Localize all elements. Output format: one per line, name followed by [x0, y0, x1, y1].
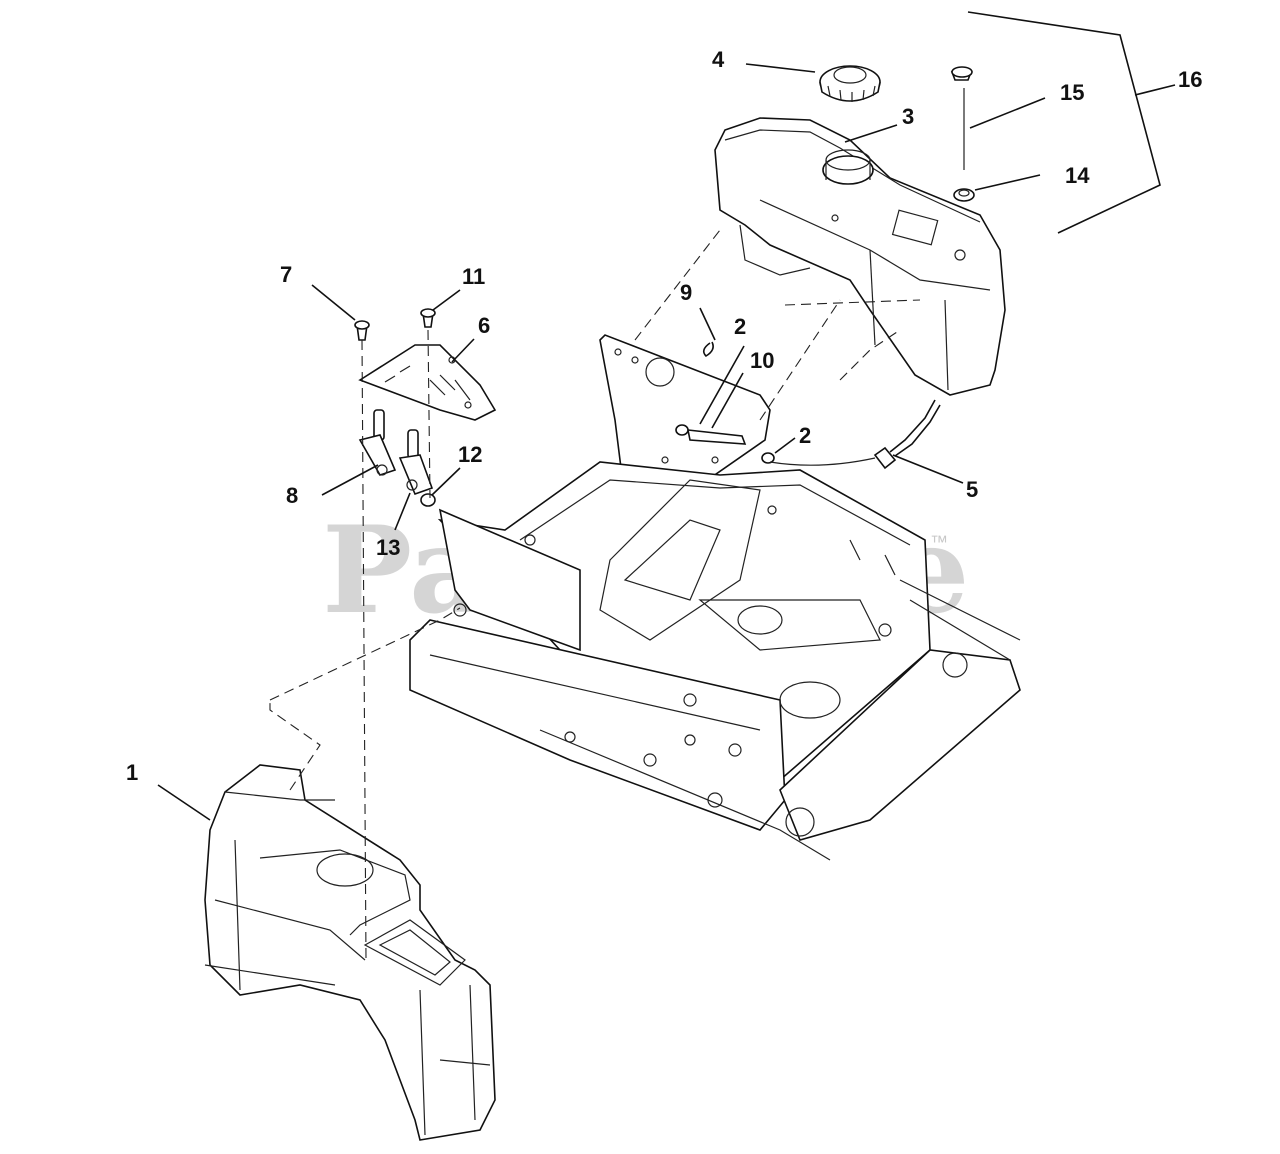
part-4-fuel-cap: [819, 65, 881, 102]
leader-lines: [157, 11, 1176, 821]
assembly-lines: [269, 229, 921, 961]
callout-7: 7: [280, 262, 292, 287]
callout-5: 5: [966, 477, 978, 502]
part-3-fuel-tank: [714, 117, 1006, 396]
watermark-trademark: ™: [930, 532, 948, 552]
part-11-screw: [420, 308, 436, 328]
part-15-vent-plug: [950, 66, 973, 170]
callout-14: 14: [1065, 163, 1090, 188]
part-6-control-plate: [358, 344, 497, 421]
callout-11: 11: [462, 264, 485, 289]
callout-10: 10: [750, 348, 774, 373]
part-9-spring-clamp: [702, 341, 714, 358]
callouts: 1 2 2 3 4 5 6 7 8 9 10 11 12 13 14 15 16: [126, 47, 1202, 785]
callout-8: 8: [286, 483, 298, 508]
callout-16: 16: [1178, 67, 1202, 92]
callout-3: 3: [902, 104, 914, 129]
part-13-lever: [398, 429, 434, 496]
callout-13: 13: [376, 535, 400, 560]
callout-6: 6: [478, 313, 490, 338]
part-7-screw: [354, 320, 370, 341]
callout-9: 9: [680, 280, 692, 305]
part-5-fuel-filter: [769, 399, 941, 470]
part-2-clamp-right: [761, 452, 775, 464]
part-14-grommet: [953, 188, 975, 202]
part-10-fuel-line: [687, 429, 747, 445]
callout-1: 1: [126, 760, 138, 785]
part-12-nut: [420, 493, 436, 507]
callout-2-upper: 2: [734, 314, 746, 339]
callout-15: 15: [1060, 80, 1084, 105]
callout-4: 4: [712, 47, 725, 72]
part-1-console-cover: [204, 764, 496, 1141]
part-2-clamp-left: [675, 424, 689, 436]
callout-12: 12: [458, 442, 482, 467]
callout-2-lower: 2: [799, 423, 811, 448]
part-8-lever: [358, 409, 397, 476]
